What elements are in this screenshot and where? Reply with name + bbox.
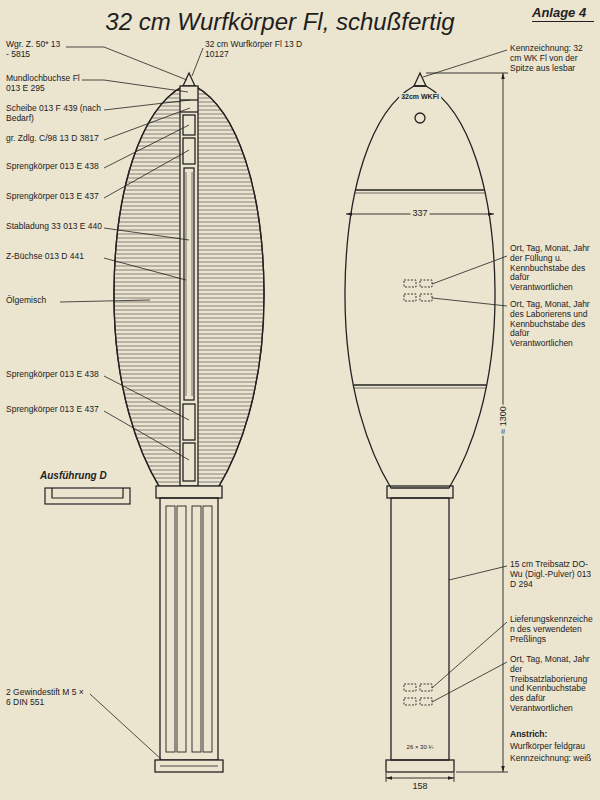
part-label: 2 Gewindestift M 5 × 6 DIN 551	[6, 688, 88, 708]
part-label: 15 cm Treibsatz DO-Wu (Digl.-Pulver) 013…	[510, 560, 594, 589]
detail-drawing	[45, 488, 130, 504]
detail-title: Ausführung D	[40, 470, 140, 482]
part-label: Wgr. Z. 50* 13 - 5815	[6, 40, 62, 60]
leader-lines	[60, 47, 507, 760]
paint-note: Wurfkörper feldgrau	[510, 742, 594, 752]
part-label: Scheibe 013 F 439 (nach Bedarf)	[6, 104, 102, 124]
part-label: Stabladung 33 013 E 440	[6, 222, 102, 232]
title: 32 cm Wurfkörper Fl, schußfertig	[60, 8, 500, 36]
part-label: Sprengkörper 013 E 437	[6, 192, 102, 202]
dimension: 337	[410, 208, 429, 218]
part-label: 32 cm Wurfkörper Fl 13 D 10127	[205, 40, 305, 60]
part-label: Sprengkörper 013 E 438	[6, 162, 102, 172]
outside-view	[331, 73, 511, 772]
part-label: Sprengkörper 013 E 438	[6, 370, 102, 380]
section-view	[114, 73, 264, 772]
dimension: 158	[410, 781, 429, 791]
marking-note: Ort, Tag, Monat, Jahr der Treibsatzlabor…	[510, 655, 594, 714]
part-label: gr. Zdlg. C/98 13 D 3817	[6, 134, 102, 144]
nose-marking: 32cm WKFl	[399, 93, 441, 101]
dimension: ≈ 1300	[498, 404, 508, 435]
part-label: Mundlochbuchse Fl 013 E 295	[6, 74, 84, 94]
marking-note: Ort, Tag, Monat, Jahr der Füllung u. Ken…	[510, 244, 594, 293]
page-tag: Anlage 4	[532, 6, 594, 22]
part-label: Z-Büchse 013 D 441	[6, 252, 102, 262]
marking-note: Kennzeichnung: 32 cm WK Fl von der Spitz…	[510, 44, 594, 73]
marking-note: Ort, Tag, Monat, Jahr des Laborierens un…	[510, 300, 594, 349]
paint-note: Kennzeichnung: weiß	[510, 754, 594, 764]
part-label: Sprengkörper 013 E 437	[6, 405, 102, 415]
marking-note: Lieferungskennzeichen des verwendeten Pr…	[510, 615, 594, 644]
paint-note: Anstrich:	[510, 730, 594, 740]
part-label: Ölgemisch	[6, 296, 102, 306]
thread-note: 26 × 30 ¼	[405, 744, 436, 751]
dimension-lines	[346, 73, 508, 782]
